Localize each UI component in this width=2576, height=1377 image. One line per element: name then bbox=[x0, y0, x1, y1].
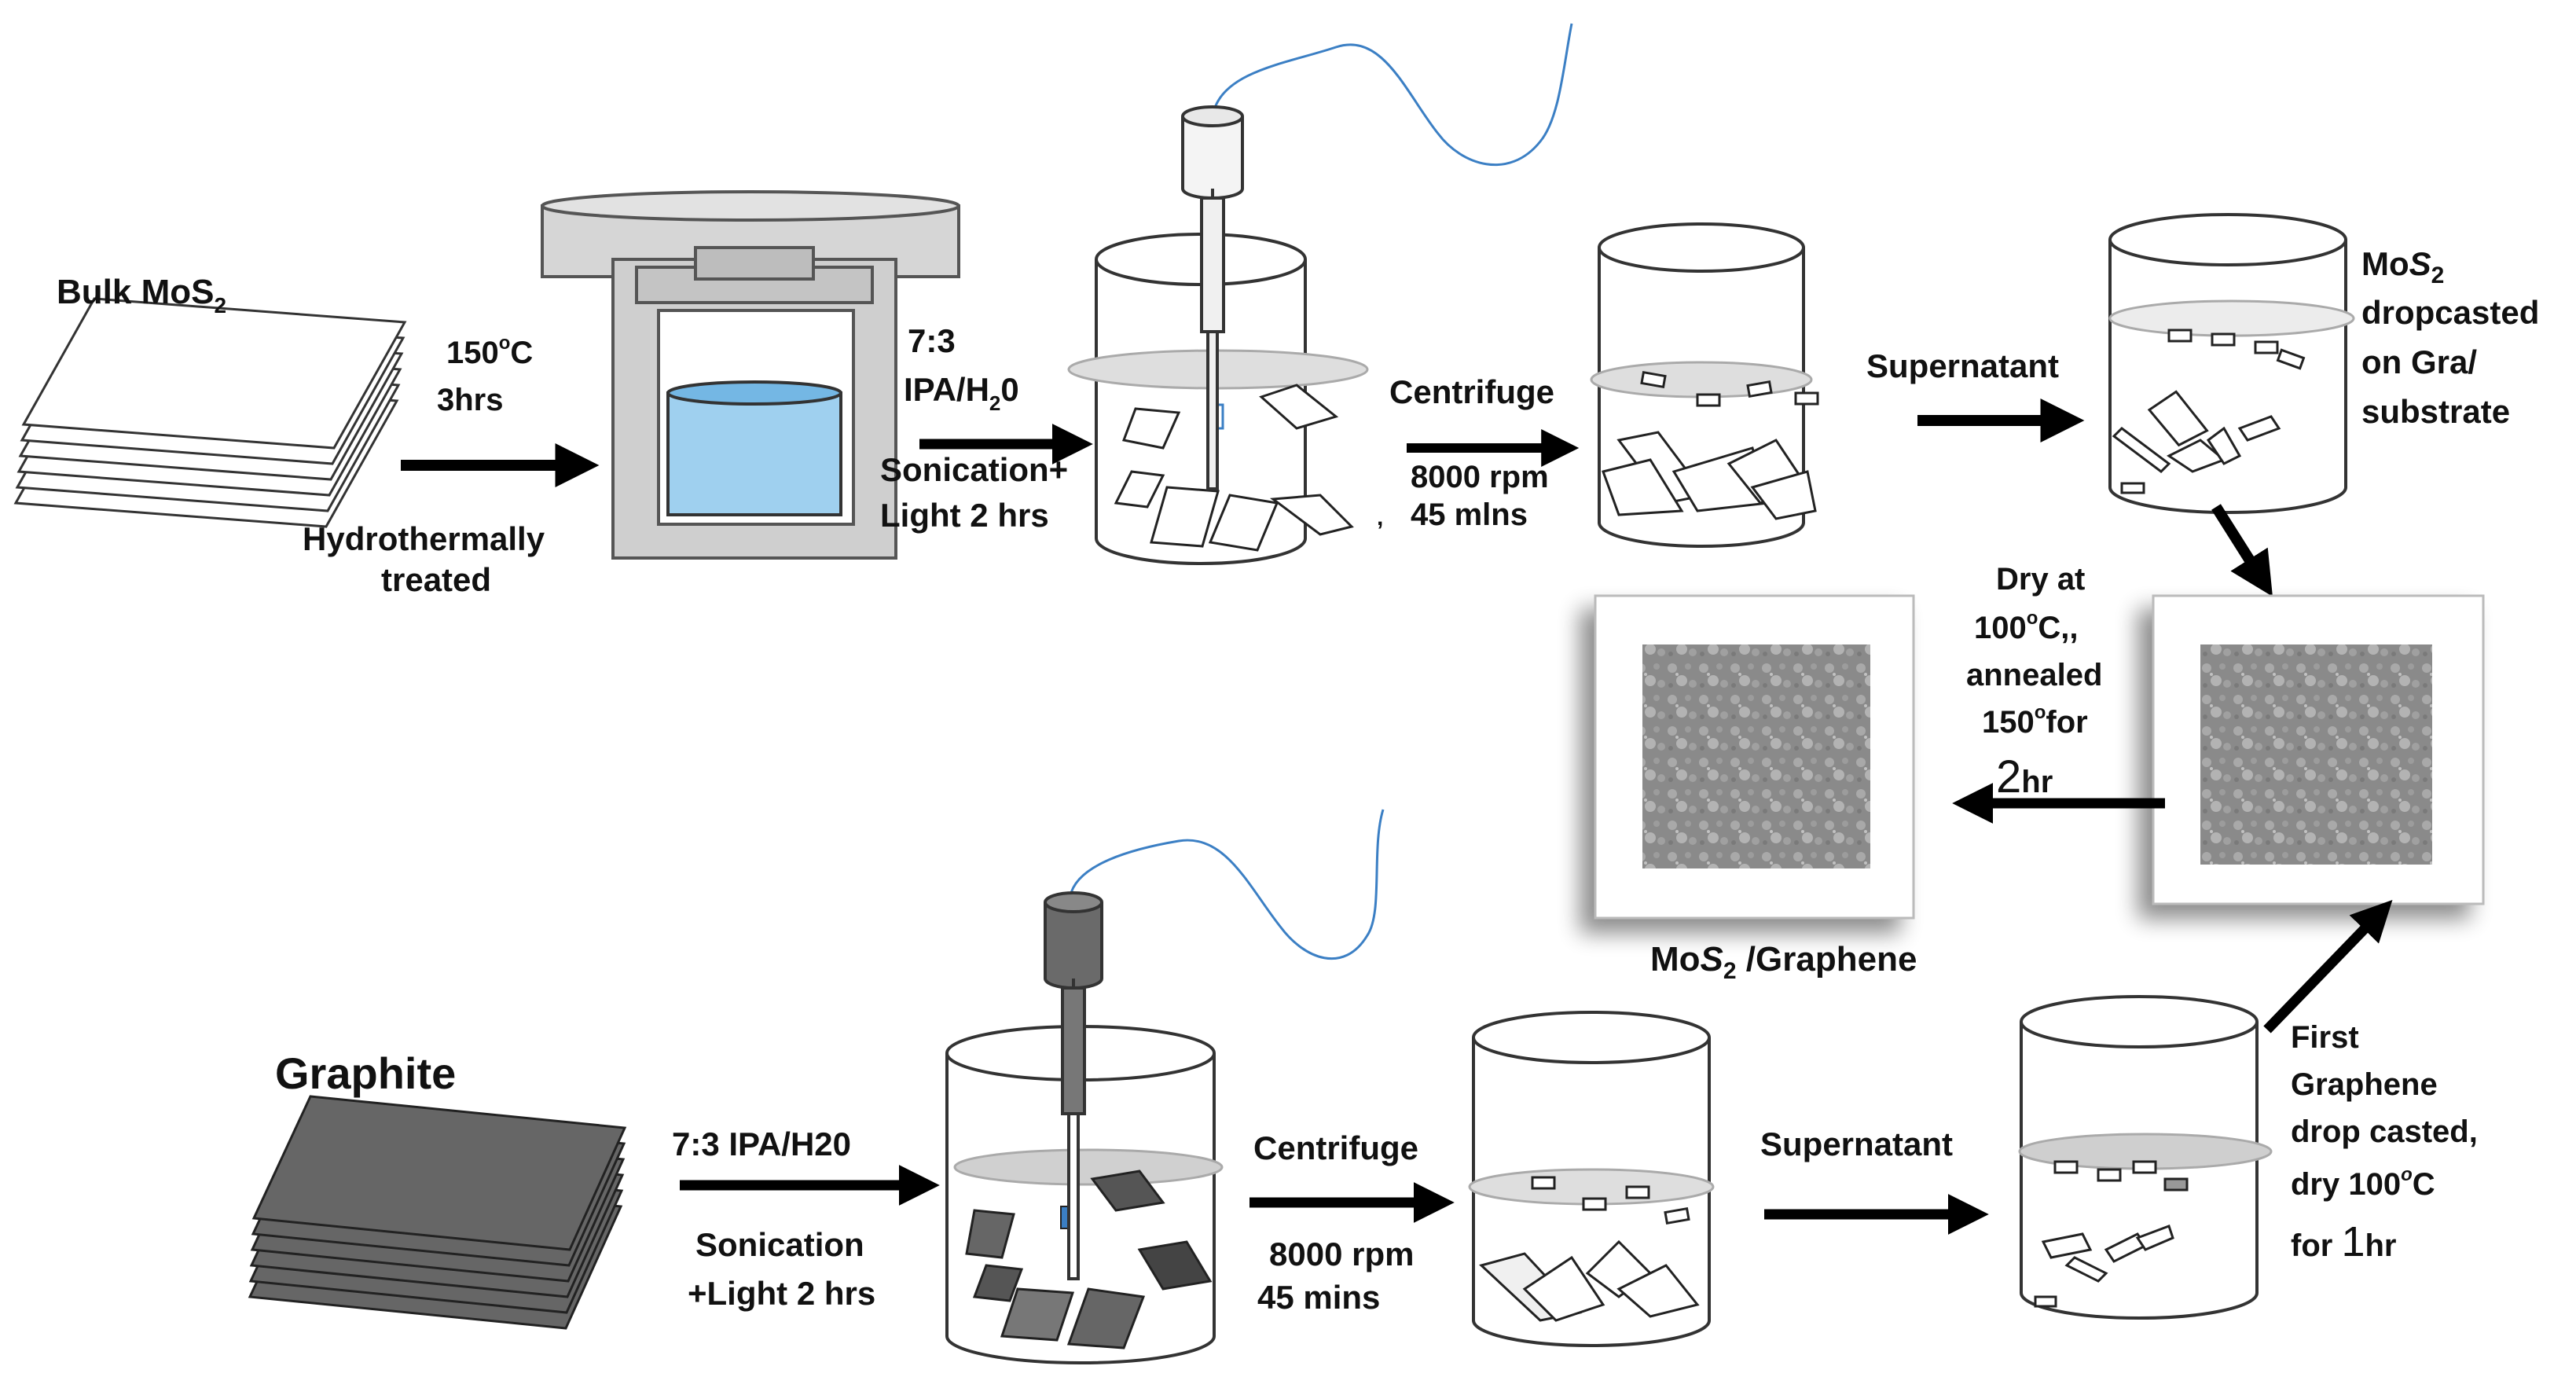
first-graphene-label-1: First bbox=[2291, 1020, 2359, 1055]
supernatant-bottom-label: Supernatant bbox=[1760, 1125, 1953, 1162]
beaker-centrifuged-bottom bbox=[1468, 1011, 1715, 1347]
bulk-mos2-stack bbox=[13, 297, 407, 528]
sonication-top-label: Sonication+ bbox=[880, 451, 1068, 488]
anneal-time-label: 2hr bbox=[1996, 751, 2053, 802]
first-graphene-label-2: Graphene bbox=[2291, 1067, 2438, 1102]
light-bottom-label: +Light 2 hrs bbox=[688, 1275, 875, 1312]
autoclave bbox=[541, 190, 960, 560]
sem-image-substrate bbox=[2152, 594, 2485, 905]
first-graphene-label-5: for 1hr bbox=[2291, 1218, 2396, 1265]
annealed-label: annealed bbox=[1966, 658, 2102, 692]
beaker-supernatant-top bbox=[2108, 213, 2355, 514]
mos2-dropcast-label-1: MoS2 bbox=[2361, 245, 2444, 288]
sonication-bottom-label: Sonication bbox=[695, 1226, 864, 1263]
arrow-down-to-substrate bbox=[2211, 504, 2273, 597]
sonicator-probe-top bbox=[1181, 23, 1573, 490]
dry-at-label: Dry at bbox=[1996, 562, 2085, 597]
composite-label: MoS2 /Graphene bbox=[1650, 940, 1917, 984]
ipa-top-label: IPA/H20 bbox=[904, 371, 1019, 415]
hydrothermal-label-2: treated bbox=[381, 561, 491, 598]
sonicator-probe-bottom bbox=[1044, 809, 1385, 1280]
mins-top-label: 45 mlns bbox=[1411, 498, 1528, 532]
light-top-label: Light 2 hrs bbox=[880, 497, 1049, 534]
hydrothermal-label-1: Hydrothermally bbox=[303, 520, 545, 557]
stray-mark: , bbox=[1377, 505, 1383, 531]
anneal-temp-label: 150ofor bbox=[1982, 702, 2088, 740]
mos2-dropcast-label-4: substrate bbox=[2361, 393, 2510, 430]
dry-temp-label: 100oC,, bbox=[1974, 608, 2079, 645]
mos2-dropcast-label-3: on Gra/ bbox=[2361, 343, 2477, 380]
beaker-graphene-dropcast bbox=[2018, 995, 2273, 1320]
mos2-dropcast-label-2: dropcasted bbox=[2361, 294, 2539, 331]
graphite-stack bbox=[248, 1095, 627, 1330]
mins-bottom-label: 45 mins bbox=[1257, 1279, 1380, 1316]
temp-label: 150oC bbox=[446, 332, 533, 370]
centrifuge-top-label: Centrifuge bbox=[1389, 373, 1554, 410]
sem-image-composite bbox=[1594, 594, 1915, 920]
ipa-bottom-label: 7:3 IPA/H20 bbox=[672, 1125, 851, 1162]
graphite-label: Graphite bbox=[275, 1048, 456, 1098]
rpm-bottom-label: 8000 rpm bbox=[1269, 1236, 1414, 1272]
rpm-top-label: 8000 rpm bbox=[1411, 460, 1549, 494]
bulk-mos2-label: Bulk MoS2 bbox=[57, 273, 226, 318]
centrifuge-bottom-label: Centrifuge bbox=[1253, 1129, 1418, 1166]
beaker-sonication-top bbox=[1067, 233, 1369, 565]
time-label: 3hrs bbox=[437, 383, 504, 417]
first-graphene-label-3: drop casted, bbox=[2291, 1114, 2478, 1149]
beaker-sonication-bottom bbox=[945, 1025, 1224, 1364]
supernatant-top-label: Supernatant bbox=[1866, 347, 2059, 384]
beaker-centrifuged-top bbox=[1590, 222, 1819, 548]
first-graphene-label-4: dry 100oC bbox=[2291, 1164, 2435, 1202]
arrow-up-to-substrate bbox=[2263, 900, 2393, 1034]
ratio-top-label: 7:3 bbox=[908, 322, 956, 359]
